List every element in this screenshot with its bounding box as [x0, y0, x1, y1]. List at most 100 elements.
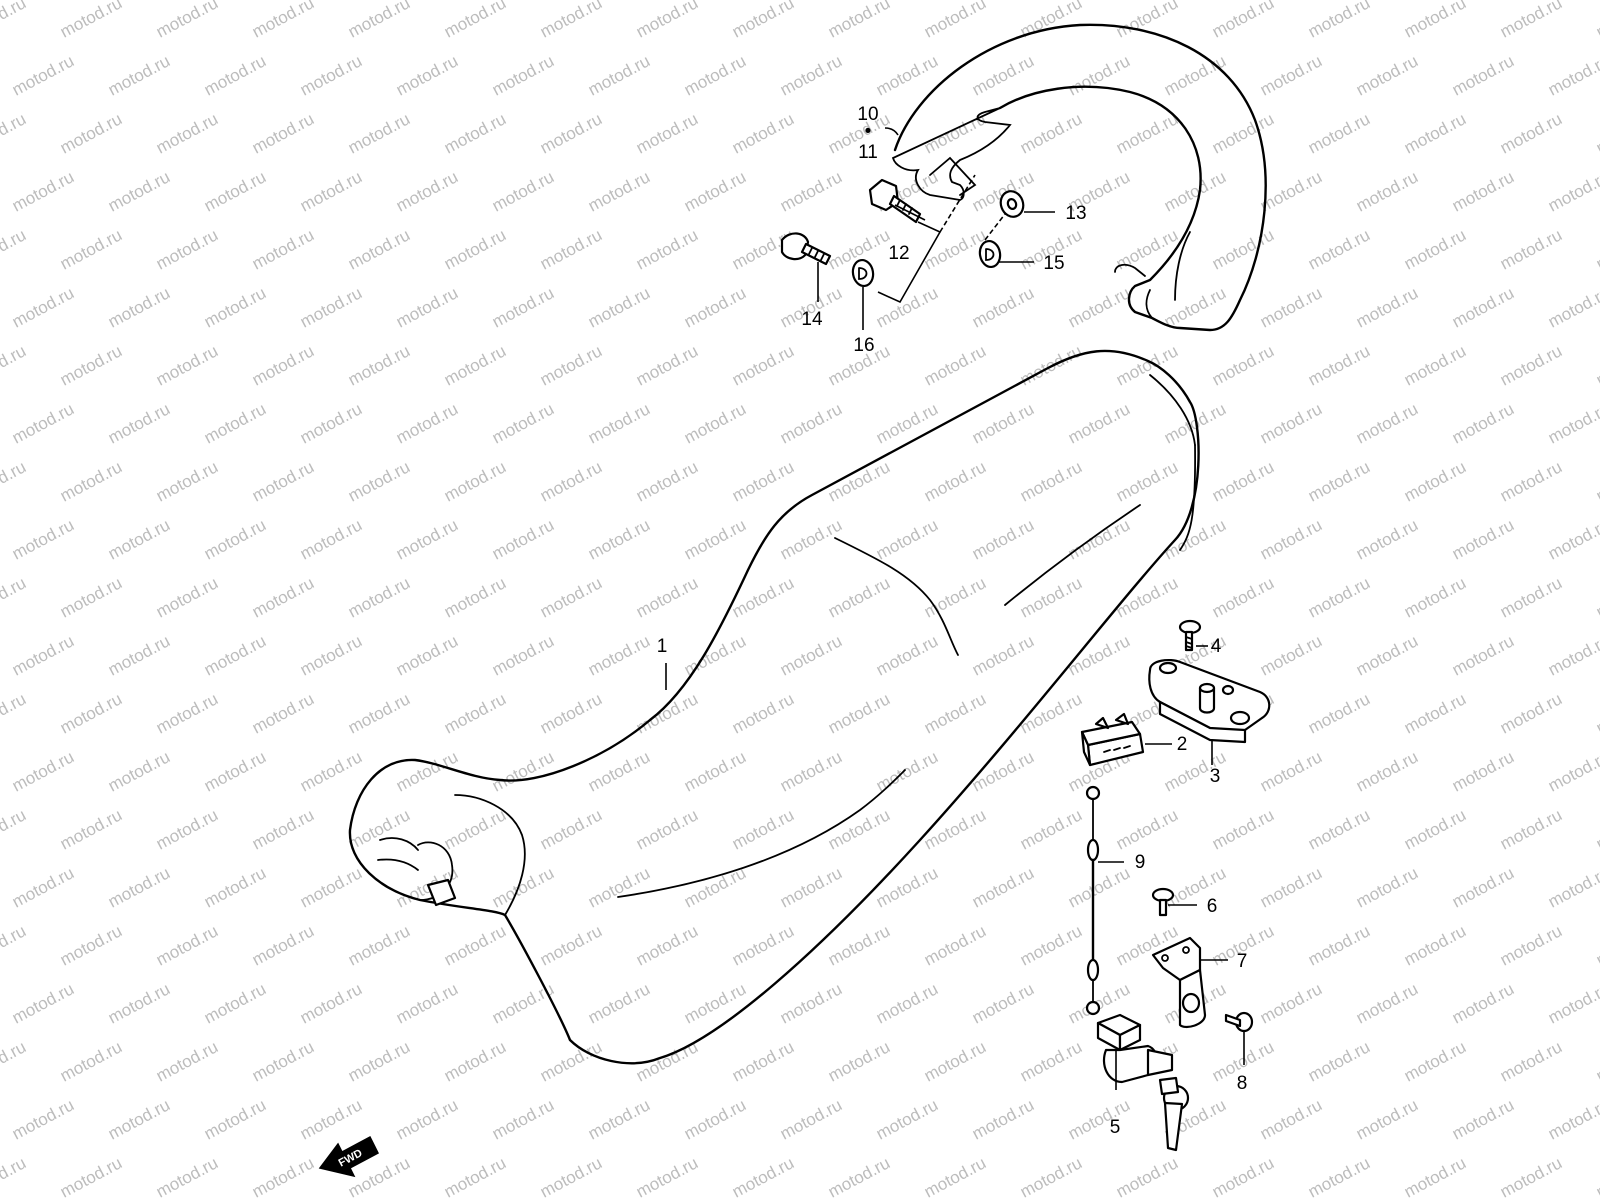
- watermark-text: motod.ru: [1545, 399, 1600, 447]
- watermark-text: motod.ru: [1353, 979, 1421, 1027]
- watermark-text: motod.ru: [393, 747, 461, 795]
- watermark-text: motod.ru: [249, 689, 317, 737]
- watermark-text: motod.ru: [1497, 921, 1565, 969]
- watermark-text: motod.ru: [873, 979, 941, 1027]
- watermark-text: motod.ru: [1257, 863, 1325, 911]
- watermark-text: motod.ru: [921, 341, 989, 389]
- watermark-text: motod.ru: [1257, 51, 1325, 99]
- watermark-text: motod.ru: [825, 1037, 893, 1085]
- watermark-text: motod.ru: [297, 747, 365, 795]
- watermark-text: motod.ru: [1305, 1037, 1373, 1085]
- watermark-text: motod.ru: [1209, 805, 1277, 853]
- seat-part-1[interactable]: [348, 349, 1200, 1065]
- watermark-text: motod.ru: [1401, 805, 1469, 853]
- watermark-text: motod.ru: [1113, 0, 1181, 42]
- watermark-text: motod.ru: [969, 399, 1037, 447]
- seat-lock-cable-part-9[interactable]: [1085, 785, 1101, 1016]
- watermark-text: motod.ru: [729, 573, 797, 621]
- watermark-text: motod.ru: [441, 921, 509, 969]
- watermark-text: motod.ru: [297, 863, 365, 911]
- watermark-text: motod.ru: [1305, 109, 1373, 157]
- watermark-text: motod.ru: [345, 225, 413, 273]
- watermark-text: motod.ru: [249, 225, 317, 273]
- lock-bracket-part-7[interactable]: [1151, 936, 1207, 1029]
- callout-3: 3: [1210, 766, 1221, 787]
- watermark-text: motod.ru: [0, 921, 29, 969]
- watermark-text: motod.ru: [1065, 1095, 1133, 1143]
- screw-part-4[interactable]: [1178, 619, 1202, 652]
- watermark-text: motod.ru: [1353, 515, 1421, 563]
- watermark-text: motod.ru: [1449, 979, 1517, 1027]
- forward-direction-badge: FWD: [318, 1135, 379, 1178]
- watermark-text: motod.ru: [1593, 0, 1600, 42]
- watermark-text: motod.ru: [1065, 863, 1133, 911]
- watermark-text: motod.ru: [201, 863, 269, 911]
- watermark-text: motod.ru: [921, 1037, 989, 1085]
- watermark-text: motod.ru: [777, 631, 845, 679]
- watermark-text: motod.ru: [297, 167, 365, 215]
- watermark-text: motod.ru: [537, 1037, 605, 1085]
- seat-lock-part-5[interactable]: [1096, 1013, 1190, 1152]
- watermark-text: motod.ru: [201, 399, 269, 447]
- callout-9: 9: [1135, 852, 1146, 873]
- grab-rail-part-10-11[interactable]: [891, 23, 1267, 332]
- watermark-text: motod.ru: [9, 167, 77, 215]
- watermark-text: motod.ru: [153, 1037, 221, 1085]
- watermark-text: motod.ru: [1113, 805, 1181, 853]
- watermark-text: motod.ru: [1401, 457, 1469, 505]
- bolt-part-12[interactable]: [868, 178, 922, 224]
- watermark-text: motod.ru: [1497, 341, 1565, 389]
- watermark-text: motod.ru: [249, 109, 317, 157]
- bolt-part-14[interactable]: [780, 232, 832, 266]
- watermark-text: motod.ru: [345, 1037, 413, 1085]
- watermark-text: motod.ru: [777, 747, 845, 795]
- watermark-text: motod.ru: [489, 631, 557, 679]
- watermark-text: motod.ru: [537, 457, 605, 505]
- watermark-text: motod.ru: [729, 1153, 797, 1200]
- watermark-text: motod.ru: [0, 1153, 29, 1200]
- screw-part-6[interactable]: [1151, 887, 1175, 917]
- watermark-text: motod.ru: [873, 863, 941, 911]
- watermark-text: motod.ru: [1257, 283, 1325, 331]
- watermark-text: motod.ru: [489, 283, 557, 331]
- watermark-text: motod.ru: [1449, 399, 1517, 447]
- watermark-text: motod.ru: [1401, 689, 1469, 737]
- watermark-text: motod.ru: [1017, 921, 1085, 969]
- watermark-text: motod.ru: [489, 979, 557, 1027]
- watermark-text: motod.ru: [1353, 399, 1421, 447]
- washer-part-16[interactable]: [851, 258, 875, 288]
- lock-cushion-part-2[interactable]: [1080, 712, 1145, 767]
- watermark-text: motod.ru: [1065, 631, 1133, 679]
- seat-lock-bracket-part-3[interactable]: [1148, 659, 1271, 744]
- watermark-text: motod.ru: [1257, 399, 1325, 447]
- watermark-text: motod.ru: [1449, 167, 1517, 215]
- watermark-text: motod.ru: [681, 167, 749, 215]
- leader-lines: [665, 127, 1245, 1090]
- watermark-text: motod.ru: [1497, 1153, 1565, 1200]
- watermark-text: motod.ru: [921, 573, 989, 621]
- watermark-text: motod.ru: [681, 747, 749, 795]
- watermark-text: motod.ru: [1545, 747, 1600, 795]
- watermark-text: motod.ru: [777, 167, 845, 215]
- watermark-text: motod.ru: [393, 631, 461, 679]
- watermark-text: motod.ru: [441, 109, 509, 157]
- watermark-text: motod.ru: [1545, 979, 1600, 1027]
- watermark-text: motod.ru: [1305, 225, 1373, 273]
- washer-part-15[interactable]: [978, 239, 1002, 269]
- watermark-text: motod.ru: [1017, 805, 1085, 853]
- watermark-text: motod.ru: [297, 51, 365, 99]
- watermark-text: motod.ru: [921, 457, 989, 505]
- watermark-text: motod.ru: [345, 689, 413, 737]
- washer-part-13[interactable]: [997, 188, 1027, 220]
- watermark-text: motod.ru: [969, 979, 1037, 1027]
- tapping-screw-part-8[interactable]: [1224, 1011, 1254, 1033]
- watermark-text: motod.ru: [921, 0, 989, 42]
- watermark-text: motod.ru: [969, 1095, 1037, 1143]
- watermark-text: motod.ru: [1593, 457, 1600, 505]
- watermark-text: motod.ru: [1017, 689, 1085, 737]
- watermark-text: motod.ru: [105, 167, 173, 215]
- watermark-text: motod.ru: [1305, 689, 1373, 737]
- watermark-text: motod.ru: [1545, 1095, 1600, 1143]
- watermark-text: motod.ru: [1449, 747, 1517, 795]
